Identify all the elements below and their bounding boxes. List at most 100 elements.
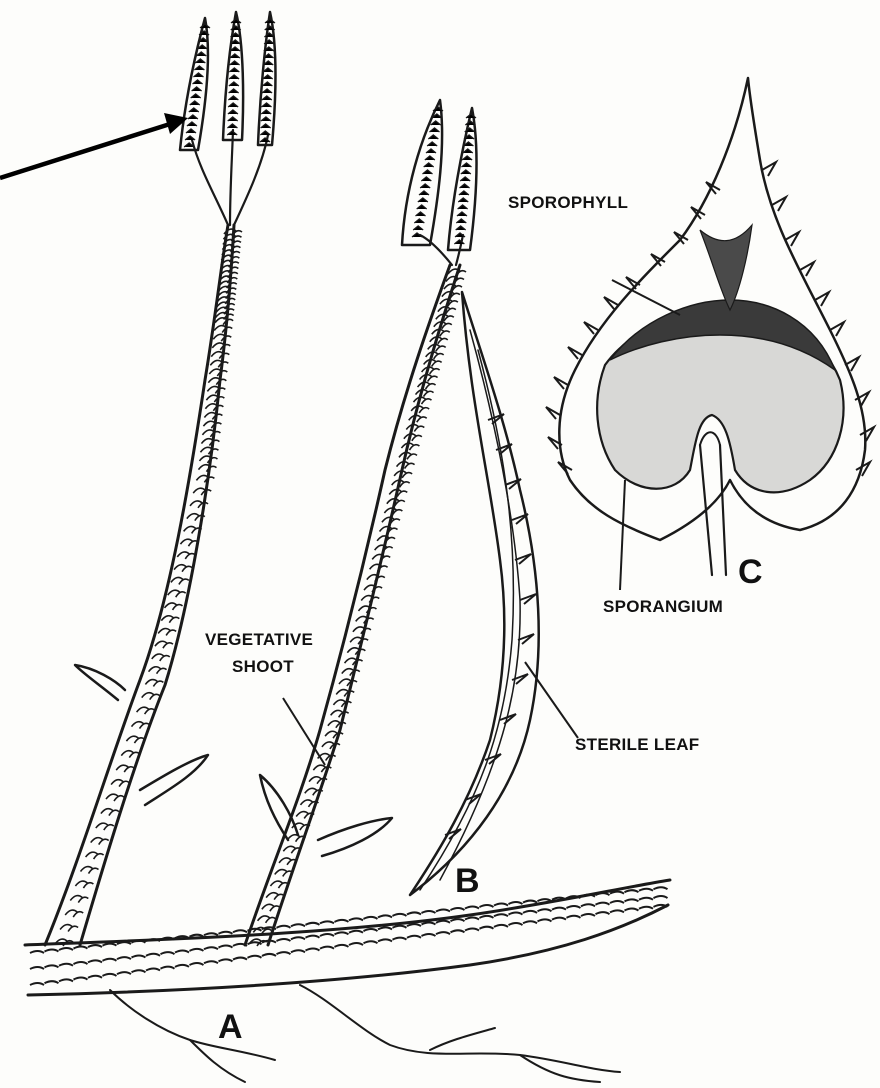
strobilus-scale: [428, 135, 438, 139]
stem-leaf: [155, 641, 173, 648]
stem-leaf: [149, 667, 167, 674]
strobilus-scale: [227, 124, 237, 128]
rhizome-leaf: [349, 943, 363, 945]
panel-label-a: A: [218, 1008, 243, 1046]
rhizome-leaf: [59, 948, 73, 950]
panel-c-sporophyll: SPOROPHYLL SPORANGIUM C: [508, 78, 874, 616]
stem-leaf: [424, 360, 442, 367]
strobilus-scale: [455, 233, 465, 237]
rhizome-leaf: [509, 902, 523, 904]
rhizome-leaf: [596, 893, 610, 895]
strobilus-scale: [260, 131, 270, 135]
strobilus-scale: [424, 163, 434, 167]
stem-leaf: [394, 471, 412, 478]
rhizome-leaf: [277, 926, 291, 928]
rhizome-leaf: [117, 972, 131, 974]
rhizome-leaf: [59, 979, 73, 981]
stem-leaf: [142, 693, 160, 700]
stem-leaf: [358, 606, 376, 613]
stem-leaf: [212, 343, 230, 350]
rhizome-leaf: [219, 946, 233, 948]
strobilus-scale: [193, 80, 203, 84]
stem-leaf: [126, 736, 144, 743]
rhizome-leaf: [277, 939, 291, 941]
stem-leaf: [345, 658, 363, 665]
sporophyll-tooth: [568, 347, 582, 359]
label-sporophyll: SPOROPHYLL: [508, 193, 628, 212]
strobilus-scale: [261, 117, 271, 121]
strobilus-scale: [229, 75, 239, 79]
rhizome-leaf: [407, 936, 421, 938]
strobilus-scale: [195, 59, 205, 63]
stem-leaf: [392, 480, 410, 487]
strobilus-scale: [456, 219, 466, 223]
strobilus-scale: [196, 52, 206, 56]
strobilus-scale: [262, 96, 272, 100]
rhizome-leaf: [335, 945, 349, 947]
strobilus-scale: [426, 149, 436, 153]
panel-a-plant: VEGETATIVE SHOOT A: [0, 12, 670, 1082]
rhizome-leaf: [639, 907, 653, 909]
stem-leaf: [430, 337, 448, 344]
stem-leaf: [416, 390, 434, 397]
stem-leaf: [165, 603, 183, 610]
rhizome-leaf: [538, 909, 552, 911]
rhizome-leaf: [204, 947, 218, 949]
strobilus-scale: [192, 87, 202, 91]
rhizome-leaf: [567, 916, 581, 918]
label-sterile-leaf: STERILE LEAF: [575, 735, 700, 754]
rhizome-leaf: [74, 962, 88, 964]
rhizome-leaf: [654, 887, 668, 889]
rhizome-leaf: [610, 910, 624, 912]
rhizome-leaf: [465, 907, 479, 909]
strobilus-scale: [263, 75, 273, 79]
rhizome-leaf: [523, 921, 537, 923]
rhizome-leaf: [30, 967, 44, 969]
stem-leaf: [86, 852, 104, 859]
label-sporangium: SPORANGIUM: [603, 597, 723, 616]
rhizome-leaf: [625, 899, 639, 901]
stem-leaf: [397, 462, 415, 469]
panel-label-c: C: [738, 553, 763, 591]
rhizome-leaf: [190, 963, 204, 965]
rhizome-leaf: [364, 929, 378, 931]
stem-leaf: [202, 430, 220, 437]
rhizome-leaf: [393, 914, 407, 916]
stem-leaf: [325, 731, 343, 738]
rhizome-leaf: [161, 952, 175, 954]
roots: [110, 985, 620, 1082]
rhizome-leaf: [639, 889, 653, 891]
rhizome-leaf: [393, 926, 407, 928]
stem-leaf: [205, 404, 223, 411]
rhizome-leaf: [436, 932, 450, 934]
stem-leaf: [171, 577, 189, 584]
stem-leaf: [132, 722, 150, 729]
rhizome-leaf: [219, 959, 233, 961]
sporophyll-tooth: [860, 427, 874, 441]
stem-leaf: [121, 751, 139, 758]
strobilus-scale: [466, 114, 476, 118]
rhizome-leaf: [596, 903, 610, 905]
strobilus-scale: [430, 128, 440, 132]
stem-leaf: [409, 415, 427, 422]
rhizome-leaf: [335, 932, 349, 934]
stem-leaf: [199, 456, 217, 463]
rhizome-leaf: [88, 960, 102, 962]
rhizome-leaf: [393, 938, 407, 940]
stem-leaf: [200, 447, 218, 454]
left-strobili-cluster: [180, 12, 276, 225]
stem-leaf: [177, 552, 195, 559]
stem-leaf: [75, 881, 93, 888]
rhizome-leaf: [436, 921, 450, 923]
rhizome-leaf: [552, 918, 566, 920]
rhizome-leaf: [161, 967, 175, 969]
rhizome-leaf: [45, 950, 59, 952]
strobilus-scale: [462, 156, 472, 160]
rhizome-leaf: [146, 968, 160, 970]
right-upright-stem: [245, 265, 466, 946]
strobilus-scale: [186, 129, 196, 133]
stem-leaf: [422, 367, 440, 374]
rhizome-leaf: [175, 951, 189, 953]
rhizome-leaf: [204, 933, 218, 935]
rhizome-leaf: [291, 937, 305, 939]
